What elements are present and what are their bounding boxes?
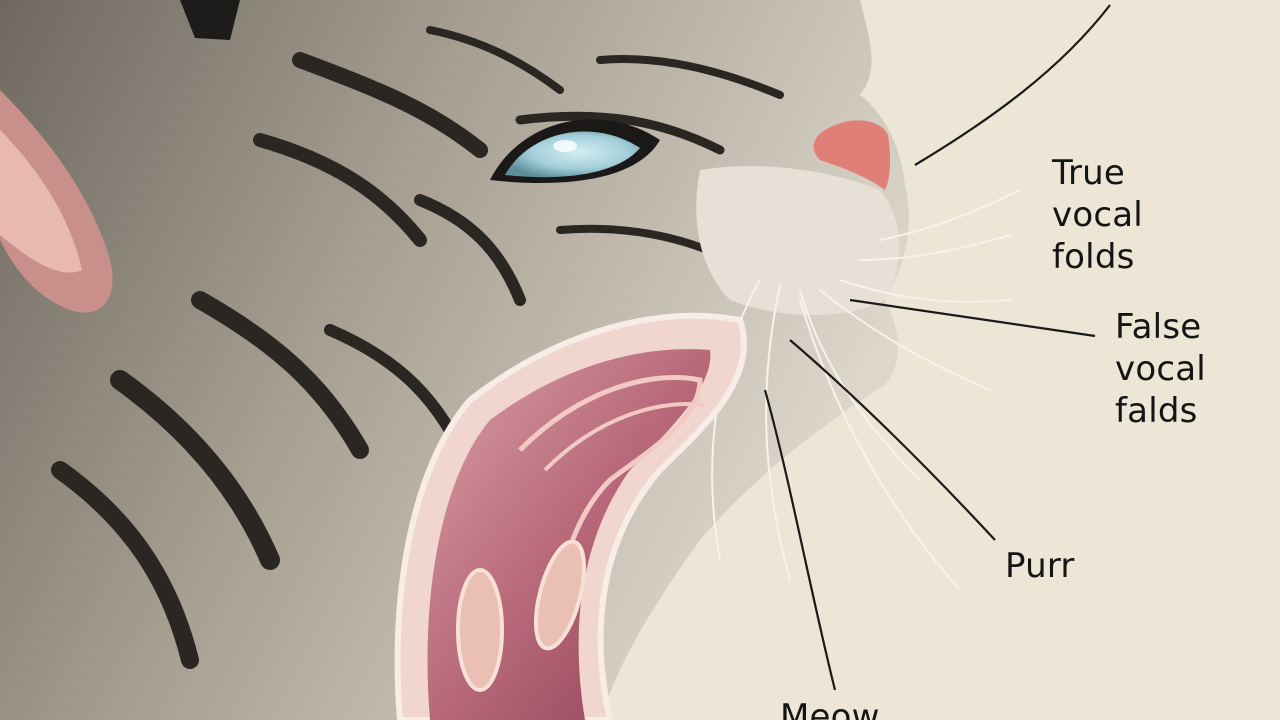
cat-eye xyxy=(490,119,660,184)
fur-stripes xyxy=(51,26,784,669)
label-true-vocal-folds: True vocal folds xyxy=(1052,153,1143,277)
cat-ear xyxy=(0,90,113,313)
label-false-vocal-folds: False vocal falds xyxy=(1115,307,1206,431)
throat-cross-section xyxy=(394,312,747,720)
cat-muzzle xyxy=(696,166,900,315)
leader-lines xyxy=(763,4,1111,691)
cat-nose xyxy=(813,120,891,190)
leader-line-false-vocal-folds xyxy=(849,298,1096,338)
leader-line-meow xyxy=(763,389,837,691)
leader-line-purr xyxy=(789,339,996,541)
label-meow: Meow xyxy=(780,697,880,720)
cat-head xyxy=(0,0,909,720)
leader-line-true-vocal-folds xyxy=(914,4,1111,166)
ear-tip xyxy=(180,0,240,40)
label-purr: Purr xyxy=(1005,546,1075,586)
ear-inner xyxy=(0,130,82,273)
